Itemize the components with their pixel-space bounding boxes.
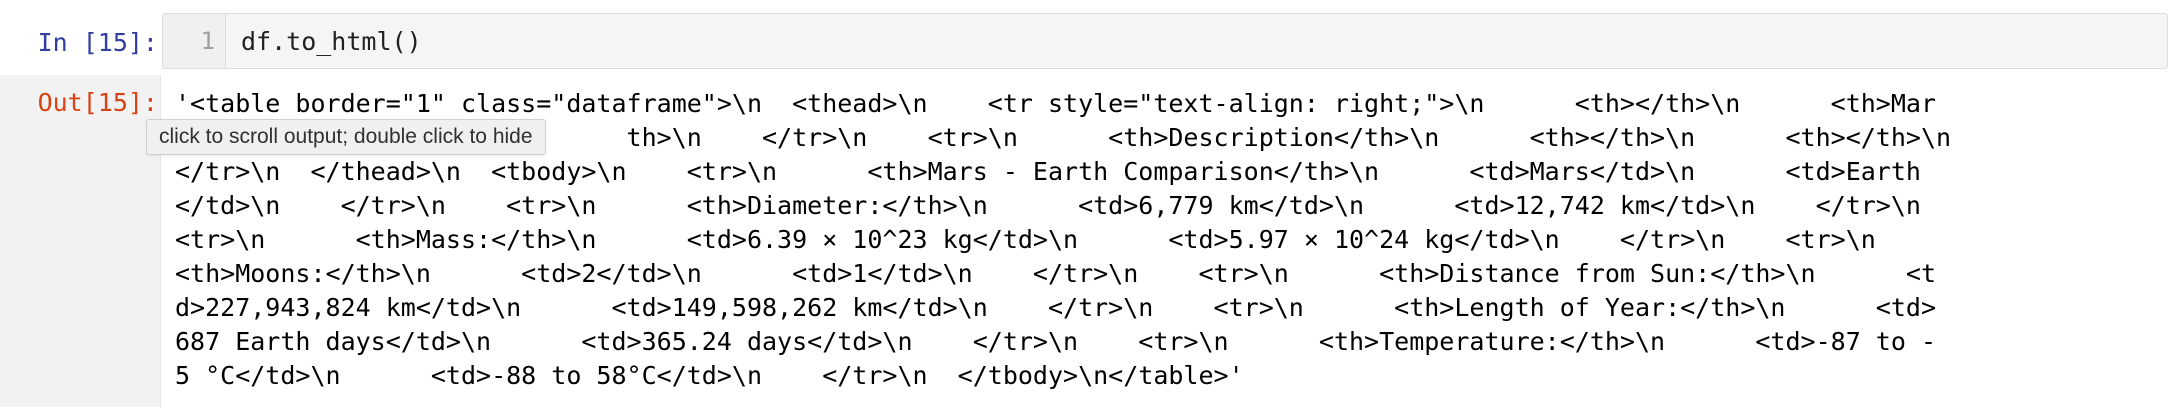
output-prompt: Out[15]: (37, 88, 158, 117)
output-line: '<table border="1" class="dataframe">\n … (175, 89, 1936, 118)
input-prompt: In [15]: (37, 28, 158, 57)
code-text[interactable]: df.to_html() (241, 27, 422, 56)
output-line: 687 Earth days</td>\n <td>365.24 days</t… (175, 327, 1936, 356)
output-collapser[interactable] (0, 75, 161, 407)
output-line: d>227,943,824 km</td>\n <td>149,598,262 … (175, 293, 1936, 322)
code-editor[interactable]: 1 df.to_html() (162, 13, 2168, 69)
output-line: 5 °C</td>\n <td>-88 to 58°C</td>\n </tr>… (175, 361, 1244, 390)
output-line: <tr>\n <th>Mass:</th>\n <td>6.39 × 10^23… (175, 225, 1876, 254)
output-line: </tr>\n </thead>\n <tbody>\n <tr>\n <th>… (175, 157, 1921, 186)
output-line: </td>\n </tr>\n <tr>\n <th>Diameter:</th… (175, 191, 1921, 220)
output-line: th>\n </tr>\n <tr>\n <th>Description</th… (175, 123, 1952, 152)
output-line: <th>Moons:</th>\n <td>2</td>\n <td>1</td… (175, 259, 1936, 288)
collapser-tooltip: click to scroll output; double click to … (146, 119, 546, 155)
line-number-gutter: 1 (163, 14, 226, 68)
output-area[interactable]: '<table border="1" class="dataframe">\n … (175, 87, 2155, 393)
line-number: 1 (200, 27, 215, 55)
